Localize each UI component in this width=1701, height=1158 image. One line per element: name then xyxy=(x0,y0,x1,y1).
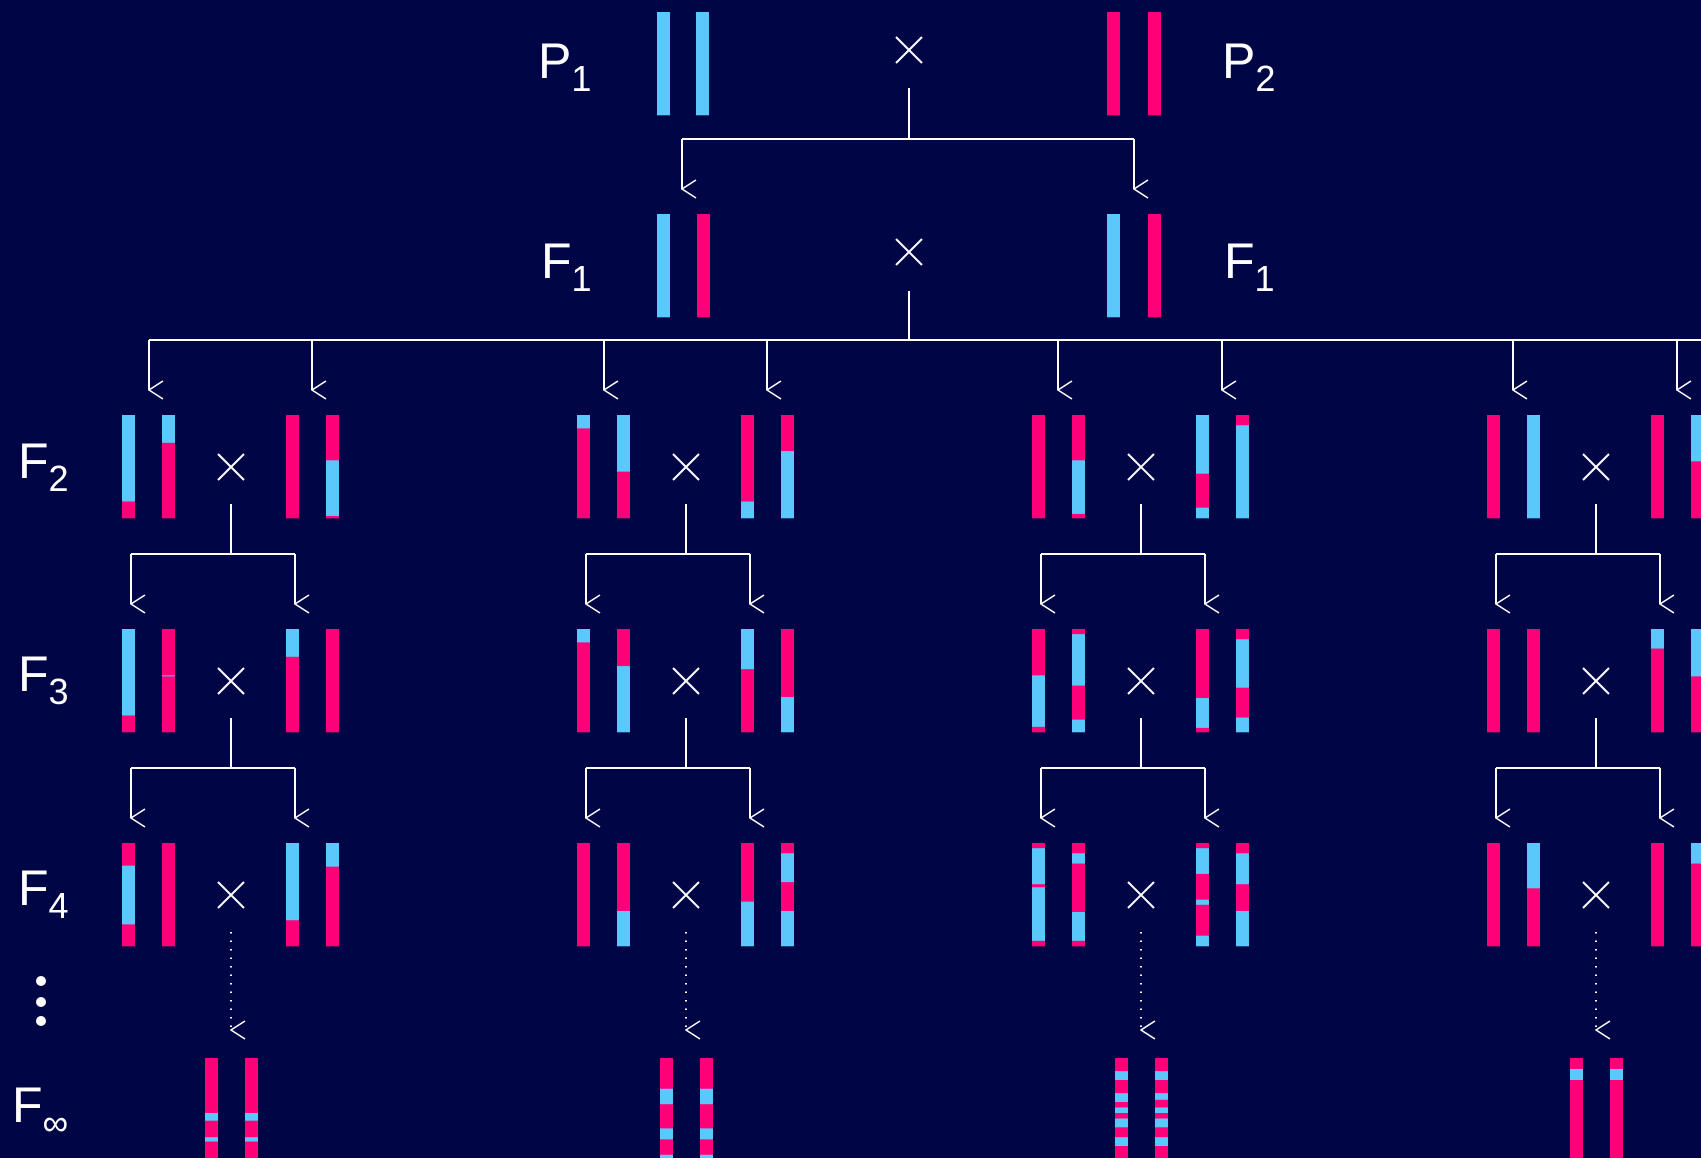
f4-lineage3-left-chromosome-b xyxy=(1072,843,1085,947)
f2-lineage4-right-chromosome-b xyxy=(1691,415,1701,519)
f2-lineage2-left-chromosome-b xyxy=(617,415,630,519)
label-p2: P2 xyxy=(1222,33,1275,99)
f4-lineage3-right-chromosome-a xyxy=(1196,843,1209,947)
f3-lineage1-left-chromosome-a xyxy=(122,629,135,733)
cross-f1 xyxy=(895,238,923,266)
label-f3: F3 xyxy=(18,646,69,712)
f3-lineage4-left-chromosome-b xyxy=(1527,629,1540,733)
f2-lineage3-right-chromosome-a xyxy=(1196,415,1209,519)
f1-left-chromosome-a xyxy=(657,214,670,318)
f4-lineage2-left-chromosome-b xyxy=(617,843,630,947)
f4-lineage2-left-chromosome-a xyxy=(577,843,590,947)
f4-lineage2-right-chromosome-b xyxy=(781,843,794,947)
cross-f2-lineage4 xyxy=(1582,453,1610,481)
cross-f4-lineage1 xyxy=(217,881,245,909)
f3-lineage3-left-chromosome-a xyxy=(1032,629,1045,733)
cross-f3-lineage3 xyxy=(1127,667,1155,695)
cross-f4-lineage2 xyxy=(672,881,700,909)
f4-lineage3-right-chromosome-b xyxy=(1236,843,1249,947)
cross-f2-lineage3 xyxy=(1127,453,1155,481)
label-f1-left: F1 xyxy=(541,233,592,299)
finf-lineage4-chromosome-b xyxy=(1610,1058,1623,1158)
f2-lineage2-right-chromosome-a xyxy=(741,415,754,519)
finf-lineage2-chromosome-b xyxy=(700,1058,713,1158)
f2-lineage1-left-chromosome-b xyxy=(162,415,175,519)
label-f4: F4 xyxy=(18,860,69,926)
f3-lineage1-left-chromosome-b xyxy=(162,629,175,733)
f2-lineage1-right-chromosome-b xyxy=(326,415,339,519)
finf-lineage4-chromosome-a xyxy=(1570,1058,1583,1158)
p2-chromosome-a xyxy=(1107,12,1120,116)
f1-right-chromosome-b xyxy=(1148,214,1161,318)
f4-lineage4-right-chromosome-a xyxy=(1651,843,1664,947)
f2-lineage1-left-chromosome-a xyxy=(122,415,135,519)
f4-lineage1-left-chromosome-b xyxy=(162,843,175,947)
f4-lineage4-right-chromosome-b xyxy=(1691,843,1701,947)
f3-lineage1-right-chromosome-b xyxy=(326,629,339,733)
f3-lineage1-right-chromosome-a xyxy=(286,629,299,733)
f4-lineage1-left-chromosome-a xyxy=(122,843,135,947)
cross-p xyxy=(895,36,923,64)
label-finf: F∞ xyxy=(12,1077,68,1143)
p1-chromosome-b xyxy=(696,12,709,116)
f2-lineage4-left-chromosome-a xyxy=(1487,415,1500,519)
f4-lineage3-left-chromosome-a xyxy=(1032,843,1045,947)
f2-lineage2-left-chromosome-a xyxy=(577,415,590,519)
cross-f3-lineage4 xyxy=(1582,667,1610,695)
finf-lineage1-chromosome-b xyxy=(245,1058,258,1158)
f3-lineage4-right-chromosome-a xyxy=(1651,629,1664,733)
f2-lineage3-left-chromosome-a xyxy=(1032,415,1045,519)
cross-symbols xyxy=(217,36,1610,909)
f3-lineage4-right-chromosome-b xyxy=(1691,629,1701,733)
label-f2: F2 xyxy=(18,433,69,499)
cross-f3-lineage2 xyxy=(672,667,700,695)
f4-lineage4-left-chromosome-a xyxy=(1487,843,1500,947)
f3-lineage2-right-chromosome-a xyxy=(741,629,754,733)
finf-lineage3-chromosome-b xyxy=(1155,1058,1168,1158)
f3-lineage2-right-chromosome-b xyxy=(781,629,794,733)
f3-lineage2-left-chromosome-a xyxy=(577,629,590,733)
cross-f3-lineage1 xyxy=(217,667,245,695)
cross-f4-lineage3 xyxy=(1127,881,1155,909)
f3-lineage3-right-chromosome-a xyxy=(1196,629,1209,733)
f4-lineage1-right-chromosome-b xyxy=(326,843,339,947)
label-p1: P1 xyxy=(538,33,591,99)
f1-left-chromosome-b xyxy=(697,214,710,318)
f2-lineage4-right-chromosome-a xyxy=(1651,415,1664,519)
chromosome-bars xyxy=(122,12,1701,1158)
f1-right-chromosome-a xyxy=(1107,214,1120,318)
p1-chromosome-a xyxy=(657,12,670,116)
f4-lineage2-right-chromosome-a xyxy=(741,843,754,947)
cross-f2-lineage2 xyxy=(672,453,700,481)
f2-lineage3-right-chromosome-b xyxy=(1236,415,1249,519)
f3-lineage3-right-chromosome-b xyxy=(1236,629,1249,733)
finf-lineage3-chromosome-a xyxy=(1115,1058,1128,1158)
f4-lineage1-right-chromosome-a xyxy=(286,843,299,947)
finf-lineage1-chromosome-a xyxy=(205,1058,218,1158)
f2-lineage2-right-chromosome-b xyxy=(781,415,794,519)
label-f1-right: F1 xyxy=(1224,233,1275,299)
f4-lineage4-left-chromosome-b xyxy=(1527,843,1540,947)
f2-lineage3-left-chromosome-b xyxy=(1072,415,1085,519)
connector-lines xyxy=(130,88,1701,1030)
generation-ellipsis xyxy=(36,976,46,1026)
f2-lineage1-right-chromosome-a xyxy=(286,415,299,519)
cross-f4-lineage4 xyxy=(1582,881,1610,909)
f3-lineage2-left-chromosome-b xyxy=(617,629,630,733)
finf-lineage2-chromosome-a xyxy=(660,1058,673,1158)
f2-lineage4-left-chromosome-b xyxy=(1527,415,1540,519)
f3-lineage3-left-chromosome-b xyxy=(1072,629,1085,733)
p2-chromosome-b xyxy=(1148,12,1161,116)
f3-lineage4-left-chromosome-a xyxy=(1487,629,1500,733)
cross-f2-lineage1 xyxy=(217,453,245,481)
